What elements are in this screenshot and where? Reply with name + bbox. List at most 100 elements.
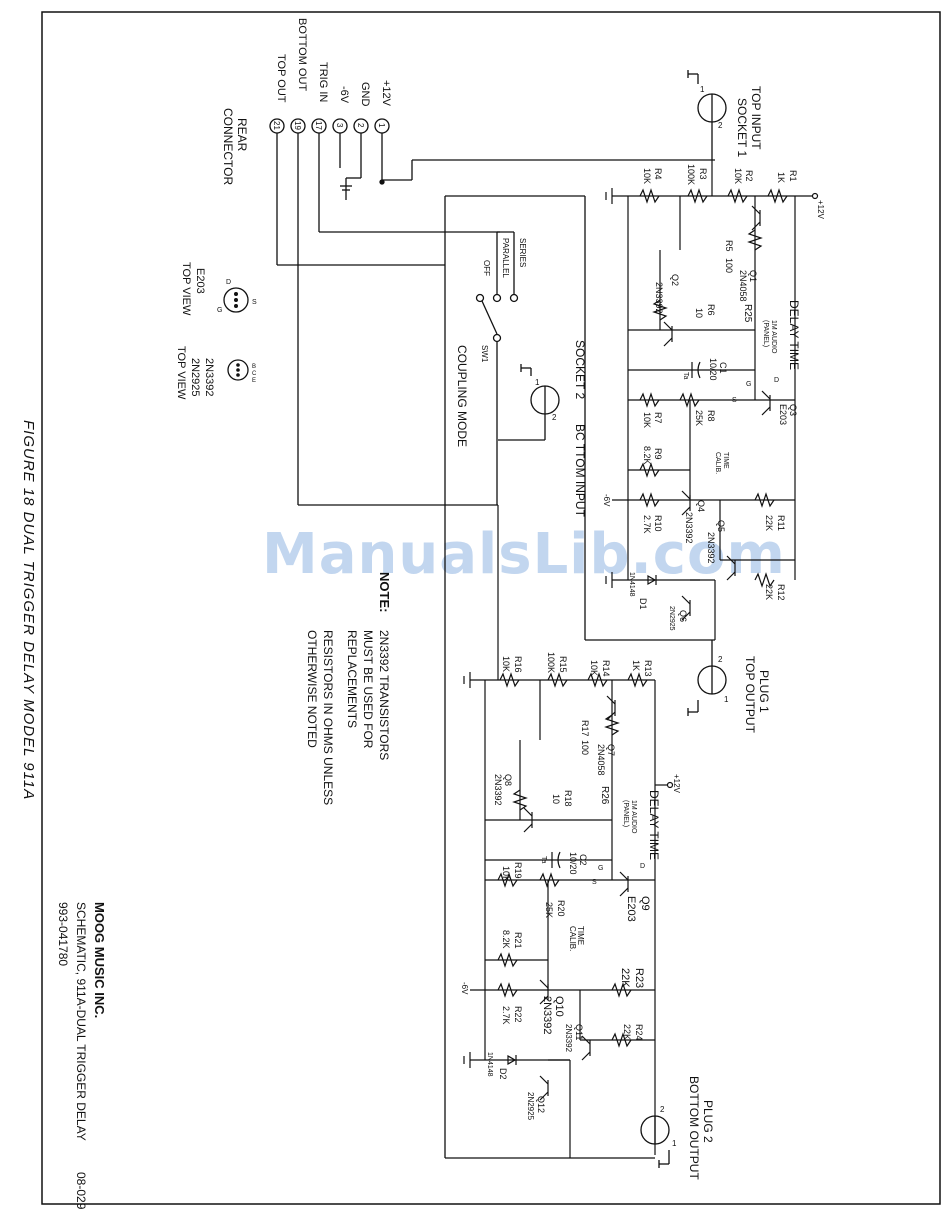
- resistor-value: 10K: [733, 168, 743, 184]
- diode-part: 1N4148: [486, 1052, 493, 1077]
- resistor-value: 100: [724, 258, 734, 273]
- transistor-part: 2N3392: [684, 512, 694, 544]
- note-line: 2N3392 TRANSISTORS: [377, 630, 391, 760]
- resistor-value: 10K: [642, 168, 652, 184]
- note-line: REPLACEMENTS: [345, 630, 359, 728]
- resistor-label: R24: [634, 1024, 644, 1041]
- bottom-channel-resistors: [497, 672, 648, 1066]
- transistor-part: 2N3392: [654, 282, 664, 314]
- resistor-value: 22K: [764, 515, 774, 531]
- resistor-value: 100K: [546, 652, 556, 673]
- transistor-part: 2N2925: [526, 1092, 535, 1121]
- socket-1-sublabel: TOP INPUT: [749, 86, 763, 150]
- resistor-label: R10: [653, 515, 663, 532]
- switch-label: COUPLING MODE: [455, 345, 469, 447]
- bjt-name: 2N3392: [203, 358, 215, 397]
- resistor-label: R21: [513, 932, 523, 949]
- manualslib-watermark: ManualsLib.com: [262, 522, 786, 587]
- resistor-label: R13: [643, 660, 653, 677]
- fet-pin-s: S: [732, 397, 737, 404]
- resistor-value: 2.7K: [501, 1006, 511, 1025]
- resistor-value: 25K: [544, 902, 554, 918]
- top-channel-wiring: [605, 160, 819, 640]
- jack-pin: 2: [718, 655, 723, 664]
- resistor-label: R11: [776, 515, 786, 531]
- resistor-label: R2: [744, 170, 754, 182]
- socket-2-label: SOCKET 2: [573, 340, 587, 399]
- jack-pin: 1: [724, 695, 729, 704]
- resistor-label: R16: [513, 656, 523, 673]
- socket-2-sublabel: BC TTOM INPUT: [573, 424, 587, 518]
- pin-name: GND: [359, 82, 371, 107]
- switch-position-series: SERIES: [518, 238, 527, 267]
- resistor-value: 10: [551, 794, 561, 804]
- top-channel-transistors: [663, 205, 771, 621]
- pin-number: 3: [335, 123, 344, 128]
- resistor-value: 2.7K: [642, 515, 652, 534]
- delay-time-label: DELAY TIME: [647, 790, 661, 860]
- resistor-label: R8: [706, 410, 716, 422]
- time-calib-label: TIME: [576, 926, 585, 945]
- transistor-label: Q8: [503, 774, 513, 786]
- pin-letter: E: [252, 378, 256, 384]
- plug-2-bottom-output: [640, 1115, 670, 1168]
- diode-label: D2: [498, 1068, 508, 1080]
- diode-label: D1: [638, 598, 648, 610]
- pin-number: 19: [293, 121, 302, 130]
- bottom-channel-transistors: [523, 695, 629, 1101]
- resistor-label: R20: [556, 900, 566, 917]
- resistor-value: 10K: [501, 866, 511, 882]
- plug-1-label: PLUG 1: [757, 670, 771, 713]
- note-block: NOTE: 2N3392 TRANSISTORS MUST BE USED FO…: [305, 572, 392, 805]
- time-calib-label: TIME: [722, 452, 729, 469]
- resistor-label: R9: [653, 448, 663, 460]
- transistor-part: 2N3392: [493, 774, 503, 806]
- time-calib-label: CALIB.: [568, 926, 577, 951]
- transistor-part: 2N2925: [668, 606, 675, 631]
- bottom-channel-labels: R13 1K R14 10K R15 100K R16 10K R17 100 …: [460, 652, 681, 1121]
- resistor-label: R17: [580, 720, 590, 737]
- e203-pinout: S D G E203 TOP VIEW: [180, 262, 257, 316]
- resistor-label: R12: [776, 584, 786, 601]
- top-channel-labels: R1 1K R2 10K R3 100K R4 10K R5 100 R6 10…: [602, 164, 825, 631]
- note-line: OTHERWISE NOTED: [305, 630, 319, 748]
- resistor-label: R4: [653, 168, 663, 180]
- supply-pos-label: +12V: [672, 774, 681, 794]
- pot-spec: (PANEL): [762, 320, 769, 347]
- resistor-value: 10K: [642, 412, 652, 428]
- transistor-label: Q12: [536, 1096, 546, 1113]
- fet-pin-g: G: [598, 865, 603, 872]
- jack-pin: 2: [660, 1105, 665, 1114]
- pin-letter: D: [226, 279, 231, 286]
- capacitor-label: C2: [578, 854, 588, 866]
- pin-letter: S: [252, 299, 257, 306]
- socket-1-label: SOCKET 1: [735, 98, 749, 157]
- part-number: 993-041780: [56, 902, 70, 966]
- resistor-label: R1: [788, 170, 798, 182]
- e203-view: TOP VIEW: [180, 262, 192, 316]
- transistor-label: Q5: [716, 520, 726, 532]
- schematic-description: SCHEMATIC, 911A-DUAL TRIGGER DELAY: [74, 902, 88, 1141]
- delay-time-label: DELAY TIME: [787, 300, 801, 370]
- resistor-value: 1K: [631, 660, 641, 671]
- pin-name: TRIG IN: [317, 62, 329, 102]
- top-channel-resistors: [639, 188, 788, 588]
- bjt-view: TOP VIEW: [175, 346, 187, 400]
- transistor-label: Q10: [553, 996, 565, 1017]
- title-block: MOOG MUSIC INC. SCHEMATIC, 911A-DUAL TRI…: [56, 902, 107, 1210]
- pot-spec: 1M AUDIO: [770, 320, 777, 354]
- connector-wiring: [276, 133, 715, 1158]
- supply-neg-label: -6V: [460, 982, 469, 995]
- resistor-label: R3: [698, 168, 708, 180]
- transistor-part: 2N3392: [564, 1024, 573, 1053]
- pin-name: TOP OUT: [275, 54, 287, 103]
- transistor-label: Q11: [574, 1024, 584, 1040]
- resistor-label: R19: [513, 862, 523, 879]
- note-line: MUST BE USED FOR: [361, 630, 375, 749]
- resistor-label: R15: [558, 656, 568, 673]
- jack-pin: 2: [718, 121, 723, 130]
- switch-position-parallel: PARALLEL: [501, 238, 510, 278]
- pin-name: BOTTOM OUT: [296, 18, 308, 91]
- note-line: RESISTORS IN OHMS UNLESS: [321, 630, 335, 805]
